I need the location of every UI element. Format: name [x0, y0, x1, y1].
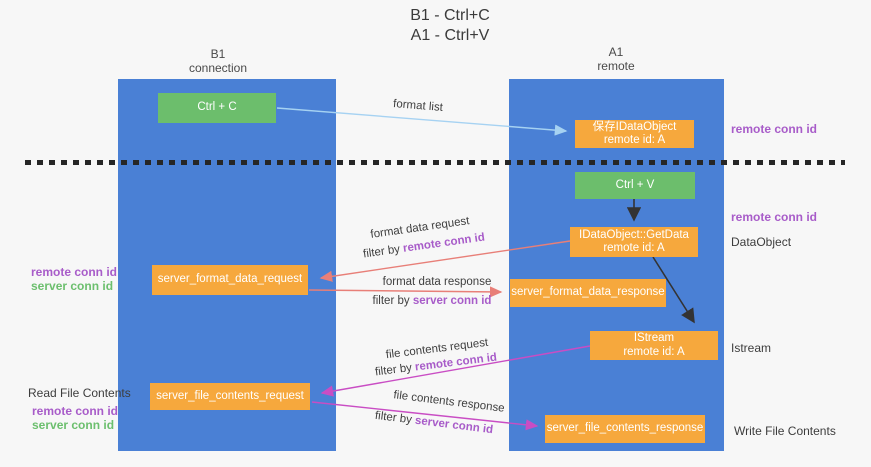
format-response-filter-label: filter by server conn id	[373, 295, 492, 307]
format-request-filter-prefix: filter by	[362, 242, 404, 261]
lane-a1-role: remote	[597, 59, 635, 73]
file-response-filter-label: filter by server conn id	[374, 410, 493, 436]
file-request-filter-prefix: filter by	[374, 361, 416, 379]
ctrl-c-label: Ctrl + C	[197, 101, 237, 114]
file-response-label: file contents response	[392, 389, 506, 415]
remote-conn-id-label-top: remote conn id	[731, 122, 818, 136]
title-line-1: B1 - Ctrl+C	[410, 7, 490, 24]
istream-box: IStream remote id: A	[590, 331, 718, 360]
file-response-filter-key: server conn id	[414, 414, 494, 437]
server-file-contents-request-label: server_file_contents_request	[156, 389, 304, 402]
ctrl-v-label: Ctrl + V	[615, 178, 655, 191]
remote-conn-id-label-mid: remote conn id	[731, 210, 818, 224]
ctrl-v-box: Ctrl + V	[575, 172, 695, 199]
server-format-data-request-label: server_format_data_request	[157, 273, 303, 286]
ctrl-c-box: Ctrl + C	[158, 93, 276, 123]
format-request-filter-key: remote conn id	[402, 231, 486, 255]
format-response-arrow	[308, 286, 503, 298]
left-server-conn-id-top: server conn id	[31, 279, 114, 293]
read-file-contents-label: Read File Contents	[28, 386, 131, 400]
left-remote-conn-id-top: remote conn id	[31, 265, 118, 279]
istream-line2: remote id: A	[623, 345, 685, 358]
dataobject-label: DataObject	[731, 235, 792, 249]
getdata-box: IDataObject::GetData remote id: A	[570, 227, 698, 257]
server-format-data-response-box: server_format_data_response	[510, 279, 666, 307]
lane-a1-name: A1	[608, 45, 624, 59]
write-file-contents-label: Write File Contents	[734, 424, 836, 438]
getdata-line2: remote id: A	[603, 242, 665, 254]
getdata-line1: IDataObject::GetData	[579, 228, 689, 241]
server-file-contents-response-box: server_file_contents_response	[545, 415, 705, 443]
save-dataobject-line2: remote id: A	[603, 134, 666, 146]
format-list-label: format list	[392, 98, 444, 114]
save-dataobject-line1: 保存IDataObject	[592, 120, 677, 133]
lane-header-a1: A1 remote	[516, 45, 716, 73]
diagram-title: B1 - Ctrl+C A1 - Ctrl+V	[330, 6, 570, 46]
file-response-filter-prefix: filter by	[374, 409, 416, 427]
dashed-divider	[25, 160, 845, 165]
title-line-2: A1 - Ctrl+V	[410, 27, 490, 44]
format-response-filter-key: server conn id	[412, 295, 492, 307]
server-format-data-response-label: server_format_data_response	[511, 286, 665, 299]
format-response-label: format data response	[382, 276, 492, 288]
server-file-contents-request-box: server_file_contents_request	[150, 383, 310, 410]
left-remote-conn-id-bottom: remote conn id	[32, 404, 119, 418]
server-file-contents-response-label: server_file_contents_response	[546, 422, 704, 435]
server-format-data-request-box: server_format_data_request	[152, 265, 308, 295]
lane-b1-name: B1	[210, 47, 226, 61]
left-server-conn-id-bottom: server conn id	[32, 418, 115, 432]
format-response-filter-prefix: filter by	[372, 295, 413, 307]
istream-side-label: Istream	[731, 341, 772, 355]
lane-b1-role: connection	[188, 61, 248, 75]
lane-header-b1: B1 connection	[118, 47, 318, 75]
save-dataobject-box: 保存IDataObject remote id: A	[575, 120, 694, 148]
istream-line1: IStream	[633, 332, 675, 344]
